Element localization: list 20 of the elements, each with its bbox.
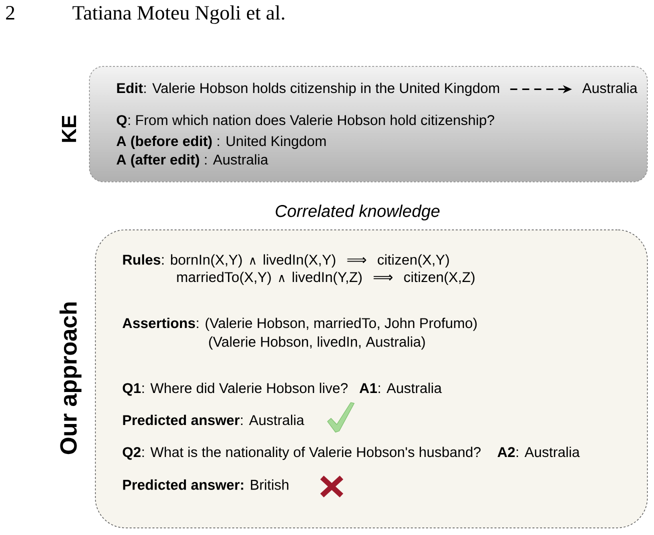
question-text: Q2: What is the nationality of Valerie Hobson's husband? [122, 446, 481, 460]
question-text: Q1: Where did Valerie Hobson live? [122, 382, 348, 396]
answer-text: A (before edit) : United Kingdom [116, 136, 326, 149]
heading: Correlated knowledge [276, 204, 440, 220]
assertion-text: (Valerie Hobson, livedIn, Australia) [209, 336, 425, 350]
answer-text: A2: Australia [498, 446, 580, 458]
rule-text: Rules: bornIn(X,Y) ∧ livedIn(X,Y) ⟹ citizen(X,Y) [123, 254, 449, 268]
assertion-text: Assertions: (Valerie Hobson, marriedTo, John Profumo) [122, 318, 477, 331]
page-number: 2 [6, 6, 14, 20]
answer-text: A1: Australia [360, 382, 442, 394]
answer-text: A (after edit) : Australia [116, 154, 268, 168]
predicted-answer-text: Predicted answer: British [123, 479, 288, 490]
question-text: Q: From which nation does Valerie Hobson hold citizenship? [116, 114, 494, 128]
predicted-answer-text: Predicted answer: Australia [123, 414, 304, 426]
side-label: KE [62, 116, 76, 142]
statement-text: Edit: Valerie Hobson holds citizenship in the United Kingdom [117, 82, 500, 96]
running-header: Tatiana Moteu Ngoli et al. [72, 5, 284, 24]
side-label: Our approach [60, 302, 82, 454]
value-text: Australia [582, 82, 638, 94]
rule-text: marriedTo(X,Y) ∧ livedIn(Y,Z) ⟹ citizen(X,Z) [177, 272, 474, 285]
